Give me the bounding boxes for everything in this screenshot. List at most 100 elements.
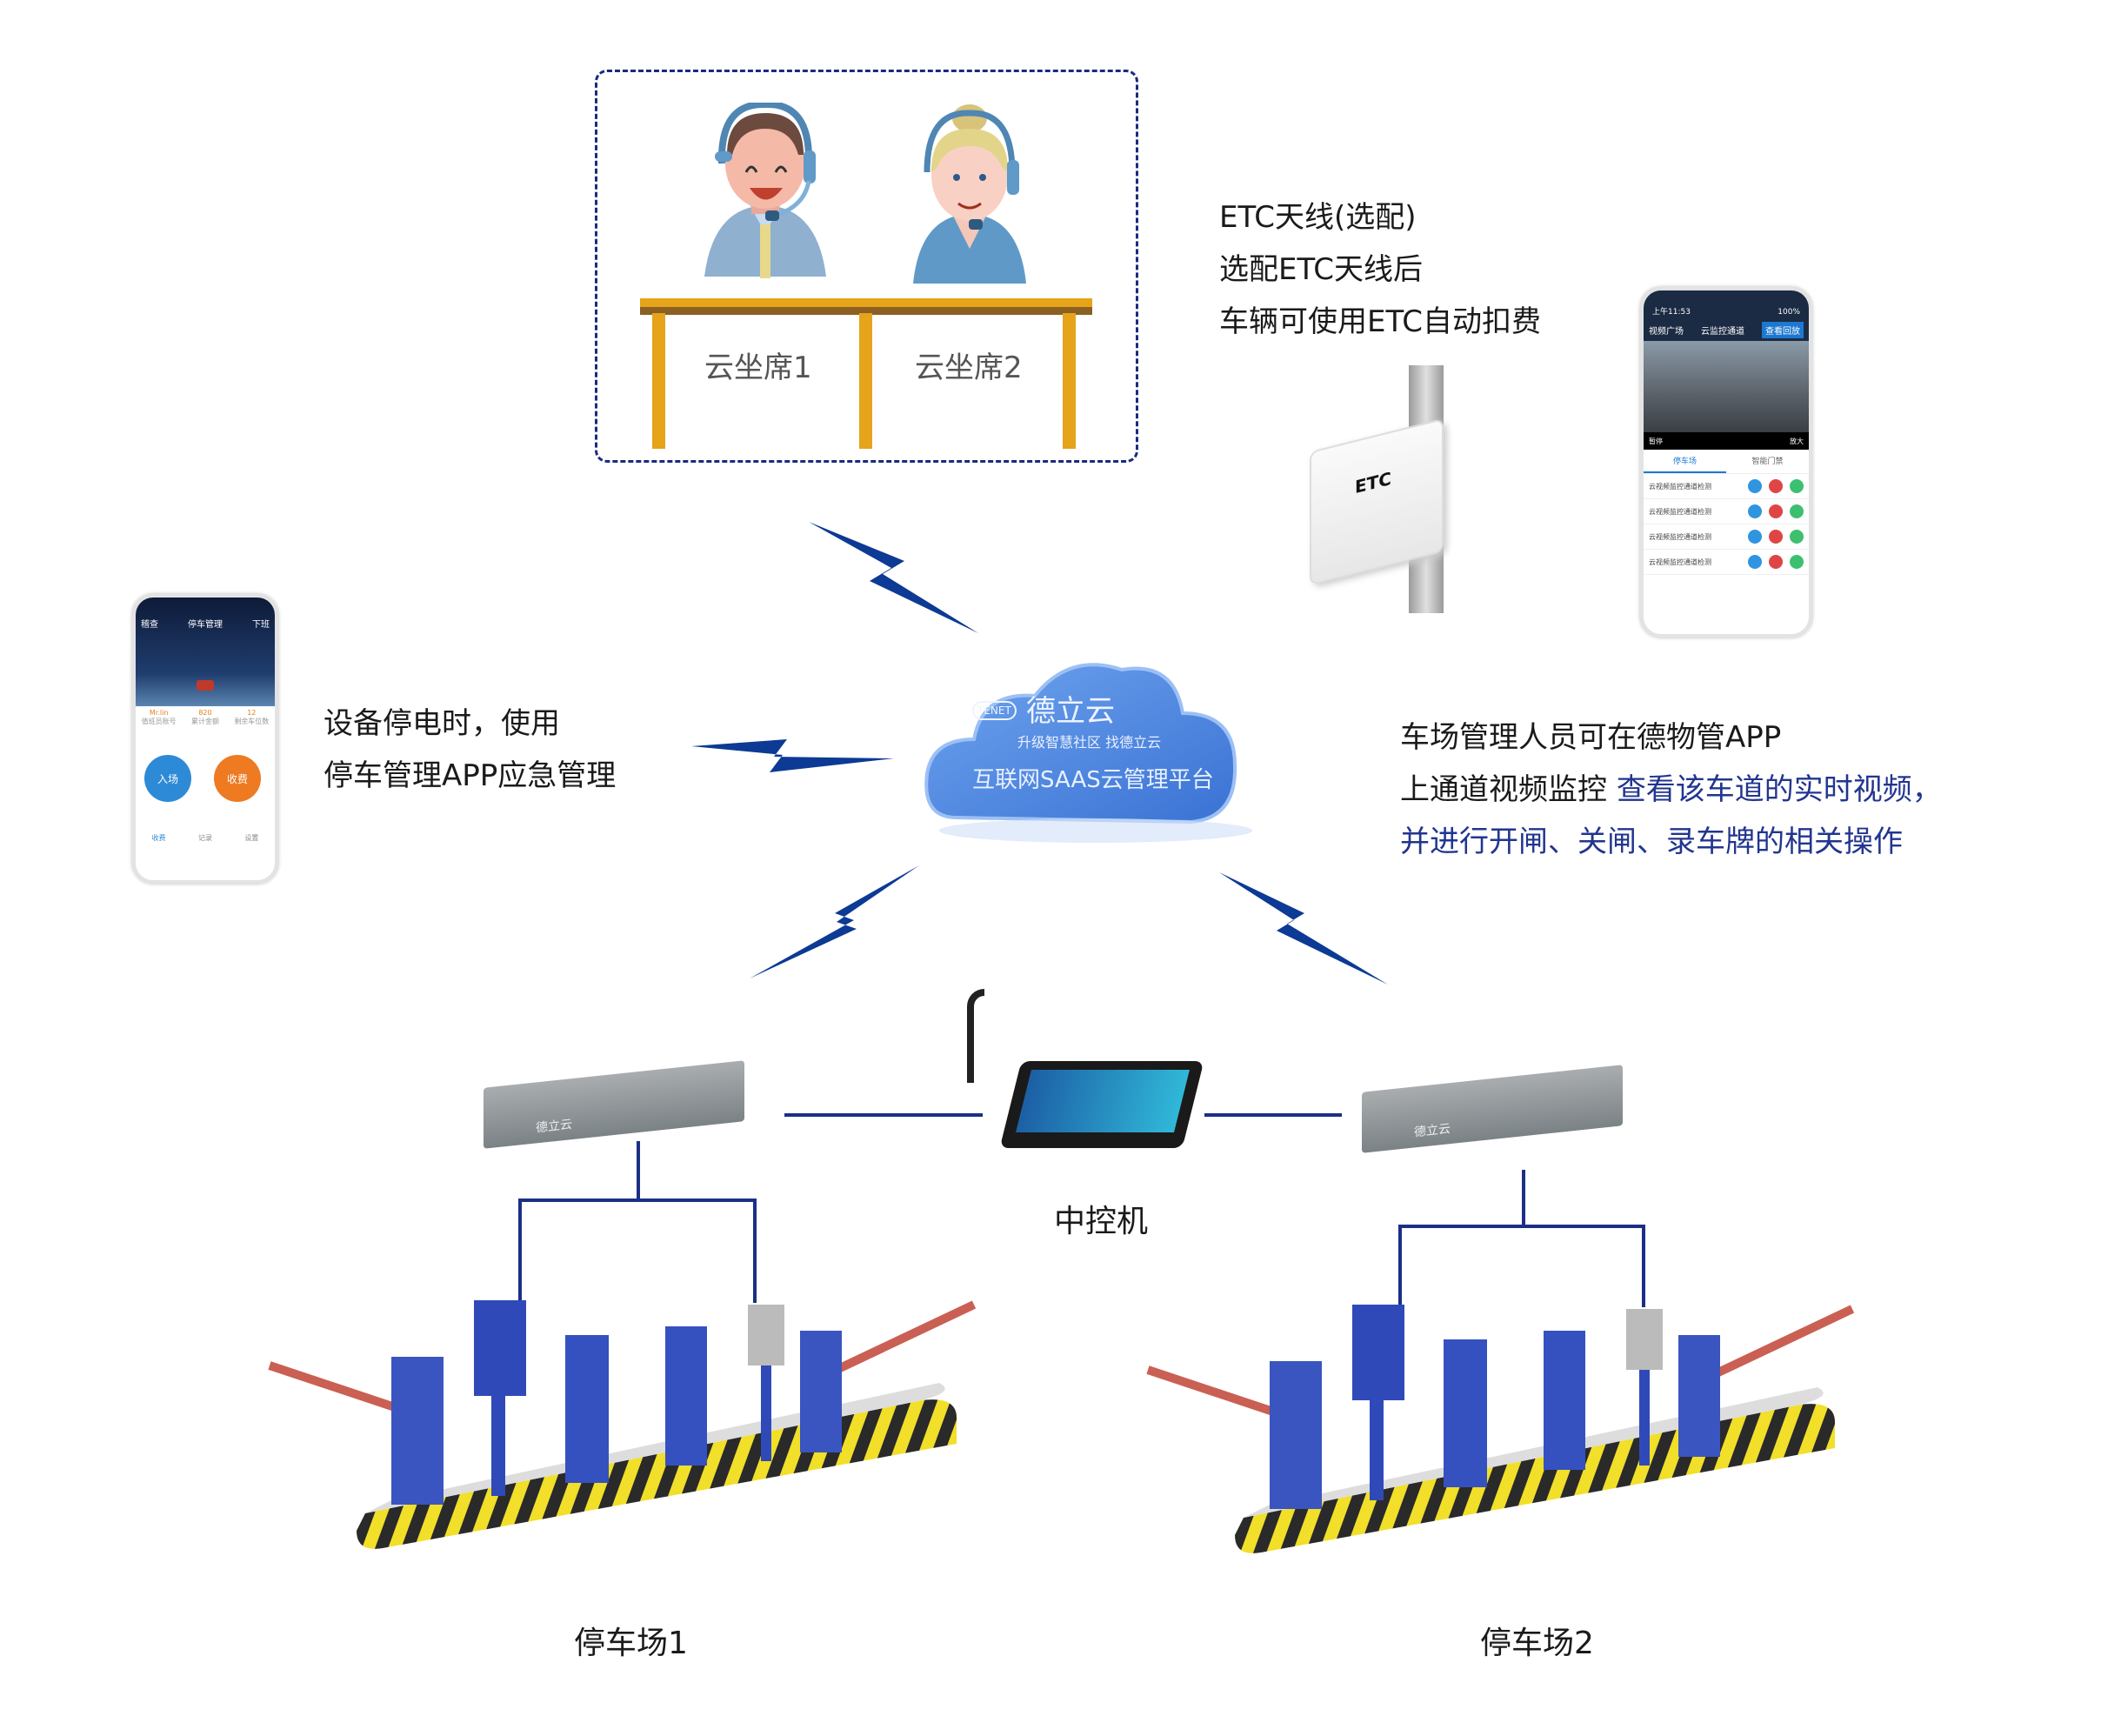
agent-female-icon bbox=[913, 104, 1026, 284]
zoom-button[interactable]: 放大 bbox=[1790, 437, 1804, 445]
link-line bbox=[753, 1199, 757, 1303]
link-line bbox=[518, 1199, 522, 1303]
etc-description: ETC天线(选配) 选配ETC天线后 车辆可使用ETC自动扣费 bbox=[1219, 191, 1541, 348]
tenet-logo: TENET bbox=[972, 701, 1017, 720]
server-brand: 德立云 bbox=[536, 1118, 572, 1136]
cloud-platform-name: 互联网SAAS云管理平台 bbox=[972, 767, 1214, 793]
link-line bbox=[518, 1199, 757, 1202]
note-line: 上通道视频监控 bbox=[1400, 772, 1607, 807]
record-plate-button[interactable] bbox=[1790, 504, 1804, 518]
seat1-label: 云坐席1 bbox=[704, 351, 812, 385]
live-video[interactable] bbox=[1644, 341, 1809, 432]
lightning-bolt-icon bbox=[691, 739, 894, 772]
parking-lot-1-icon bbox=[268, 1300, 977, 1549]
stat-label: 值班员账号 bbox=[141, 718, 177, 725]
off-duty-button[interactable]: 下班 bbox=[252, 620, 270, 630]
etc-line: 选配ETC天线后 bbox=[1219, 252, 1423, 287]
car-icon bbox=[197, 680, 214, 691]
pause-button[interactable]: 暂停 bbox=[1649, 437, 1663, 445]
lightning-bolt-icon bbox=[809, 522, 978, 633]
channel-name: 云视频监控通道检测 bbox=[1649, 507, 1711, 516]
enter-button[interactable]: 入场 bbox=[144, 755, 191, 802]
channel-row: 云视频监控通道检测 bbox=[1644, 499, 1809, 524]
microphone-icon bbox=[967, 989, 984, 1083]
note-line: 车场管理人员可在德物管APP bbox=[1400, 720, 1782, 755]
close-gate-button[interactable] bbox=[1769, 479, 1783, 493]
channel-name: 云视频监控通道检测 bbox=[1649, 532, 1711, 541]
server-left-icon: 德立云 bbox=[484, 1060, 744, 1149]
cloud-seats-box bbox=[595, 70, 1138, 463]
link-line bbox=[1642, 1225, 1645, 1307]
channel-list: 云视频监控通道检测云视频监控通道检测云视频监控通道检测云视频监控通道检测 bbox=[1644, 474, 1809, 575]
left-note: 设备停电时，使用 停车管理APP应急管理 bbox=[323, 698, 616, 802]
fee-button[interactable]: 收费 bbox=[214, 755, 261, 802]
link-line bbox=[1204, 1113, 1342, 1117]
screen-title: 云监控通道 bbox=[1701, 326, 1744, 337]
cloud-slogan: 升级智慧社区 找德立云 bbox=[1017, 734, 1162, 751]
open-gate-button[interactable] bbox=[1748, 504, 1762, 518]
controller-icon bbox=[999, 1061, 1204, 1148]
close-gate-button[interactable] bbox=[1769, 555, 1783, 569]
tab-settings[interactable]: 设置 bbox=[244, 834, 259, 842]
tab-fee[interactable]: 收费 bbox=[151, 834, 166, 842]
channel-row: 云视频监控通道检测 bbox=[1644, 550, 1809, 575]
link-line bbox=[637, 1141, 640, 1200]
desk-top bbox=[640, 298, 1092, 307]
audit-button[interactable]: 稽查 bbox=[141, 620, 158, 630]
parking-lot-1-label: 停车场1 bbox=[574, 1626, 688, 1661]
record-plate-button[interactable] bbox=[1790, 479, 1804, 493]
app-title: 停车管理 bbox=[188, 620, 223, 630]
right-phone: 上午11:53 100% 视频广场 云监控通道 查看回放 暂停 放大 停车场 智… bbox=[1640, 287, 1812, 638]
stat-value: 820 bbox=[198, 709, 212, 717]
etc-line: 车辆可使用ETC自动扣费 bbox=[1219, 304, 1541, 339]
controller-label: 中控机 bbox=[1054, 1204, 1149, 1239]
playback-button[interactable]: 查看回放 bbox=[1762, 321, 1804, 338]
link-line bbox=[1522, 1170, 1525, 1226]
desk-leg bbox=[859, 313, 872, 449]
right-note: 车场管理人员可在德物管APP 上通道视频监控 查看该车道的实时视频， 并进行开闸… bbox=[1400, 711, 1942, 868]
etc-line: ETC天线(选配) bbox=[1219, 200, 1417, 235]
cloud-platform-icon bbox=[924, 663, 1252, 843]
stat-label: 累计金额 bbox=[190, 718, 219, 725]
close-gate-button[interactable] bbox=[1769, 530, 1783, 544]
desk-edge bbox=[640, 307, 1092, 315]
link-line bbox=[784, 1113, 983, 1117]
stat-value: 12 bbox=[247, 709, 257, 717]
tab-parking[interactable]: 停车场 bbox=[1644, 450, 1726, 473]
stat-value: Mr.lin bbox=[149, 709, 169, 717]
note-highlight: 查看该车道的实时视频， bbox=[1616, 772, 1942, 807]
record-plate-button[interactable] bbox=[1790, 555, 1804, 569]
channel-name: 云视频监控通道检测 bbox=[1649, 558, 1711, 566]
open-gate-button[interactable] bbox=[1748, 479, 1762, 493]
seat2-label: 云坐席2 bbox=[915, 351, 1023, 385]
etc-antenna-label: ETC bbox=[1355, 467, 1391, 498]
tab-records[interactable]: 记录 bbox=[197, 834, 212, 842]
tab-access[interactable]: 智能门禁 bbox=[1751, 457, 1784, 466]
parking-lot-2-icon bbox=[1146, 1305, 1855, 1553]
server-brand: 德立云 bbox=[1414, 1122, 1451, 1140]
link-line bbox=[1398, 1225, 1402, 1307]
cloud-brand: 德立云 bbox=[1026, 694, 1115, 729]
server-right-icon: 德立云 bbox=[1362, 1065, 1623, 1153]
link-line bbox=[1398, 1225, 1645, 1228]
agent-male-icon bbox=[704, 103, 826, 278]
channel-name: 云视频监控通道检测 bbox=[1649, 482, 1711, 491]
channel-row: 云视频监控通道检测 bbox=[1644, 474, 1809, 499]
status-time: 上午11:53 bbox=[1652, 308, 1691, 317]
record-plate-button[interactable] bbox=[1790, 530, 1804, 544]
note-highlight: 并进行开闸、关闸、录车牌的相关操作 bbox=[1400, 825, 1903, 859]
stat-label: 剩余车位数 bbox=[234, 718, 270, 725]
close-gate-button[interactable] bbox=[1769, 504, 1783, 518]
note-line: 停车管理APP应急管理 bbox=[323, 758, 617, 793]
open-gate-button[interactable] bbox=[1748, 530, 1762, 544]
parking-lot-2-label: 停车场2 bbox=[1480, 1626, 1594, 1661]
open-gate-button[interactable] bbox=[1748, 555, 1762, 569]
lightning-bolt-icon bbox=[750, 865, 919, 978]
lightning-bolt-icon bbox=[1219, 872, 1388, 985]
back-button[interactable]: 视频广场 bbox=[1649, 326, 1684, 337]
desk-leg bbox=[652, 313, 665, 449]
note-line: 设备停电时，使用 bbox=[323, 706, 560, 741]
desk-leg bbox=[1063, 313, 1076, 449]
channel-row: 云视频监控通道检测 bbox=[1644, 524, 1809, 550]
